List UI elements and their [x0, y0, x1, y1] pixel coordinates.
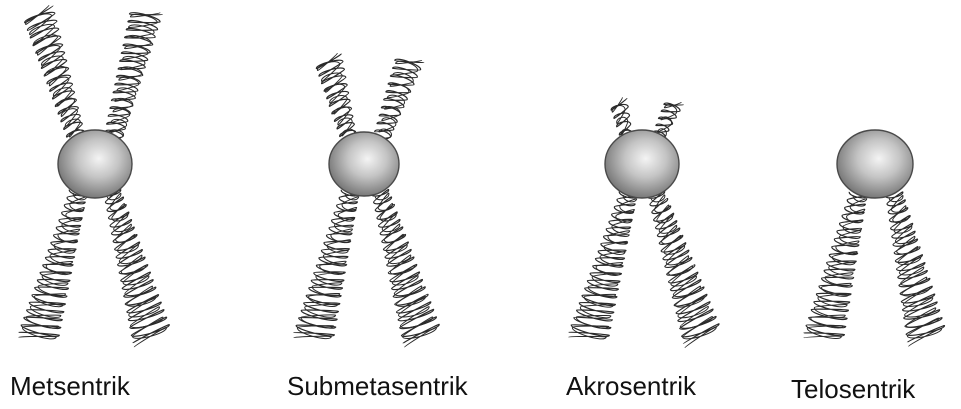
- centromere: [837, 130, 913, 198]
- short-arm-left-chromatid: [25, 6, 87, 145]
- short-arm-left-chromatid-inner: [317, 53, 357, 147]
- short-arm-right-chromatid-inner: [107, 13, 160, 147]
- metsentrik-label: Metsentrik: [10, 373, 130, 399]
- long-arm-right-chromatid: [371, 189, 439, 343]
- long-arm-right-chromatid-inner: [889, 196, 942, 347]
- centromere: [329, 132, 399, 196]
- long-arm-left-chromatid: [569, 192, 637, 337]
- long-arm-left-chromatid: [294, 190, 359, 336]
- centromere: [605, 130, 679, 198]
- long-arm-left-chromatid-inner: [294, 193, 359, 338]
- centromere: [58, 130, 132, 198]
- akrosentrik-label: Akrosentrik: [566, 373, 696, 399]
- telosentrik-chromosome: [804, 130, 945, 346]
- long-arm-left-chromatid: [804, 192, 867, 336]
- long-arm-right-chromatid: [103, 190, 169, 343]
- long-arm-left-chromatid: [19, 190, 87, 337]
- submetasentrik-chromosome: [294, 53, 440, 347]
- long-arm-left-chromatid-inner: [804, 195, 867, 338]
- akrosentrik-chromosome: [569, 97, 719, 347]
- metsentrik-chromosome: [19, 5, 170, 347]
- telosentrik-label: Telosentrik: [791, 376, 915, 402]
- submetasentrik-label: Submetasentrik: [287, 373, 468, 399]
